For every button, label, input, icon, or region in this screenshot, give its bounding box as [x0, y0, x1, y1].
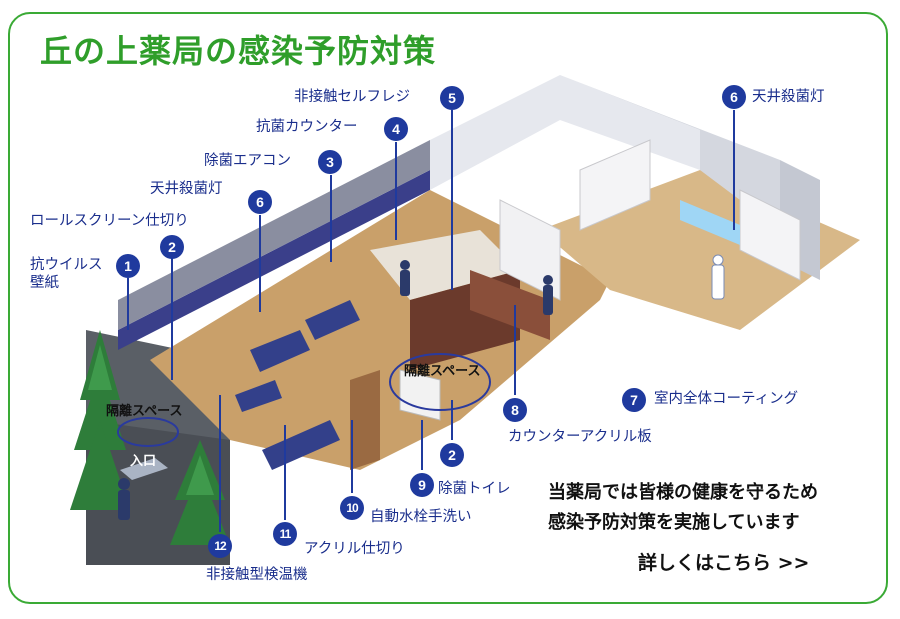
callout-number-3: 3	[318, 150, 342, 174]
callout-number-1: 1	[116, 254, 140, 278]
callout-number-2: 2	[160, 235, 184, 259]
callout-number-2-isolation: 2	[440, 443, 464, 467]
callout-label-self-checkout: 非接触セルフレジ	[294, 89, 410, 105]
callout-label-ceiling-uv-right: 天井殺菌灯	[752, 89, 825, 105]
isolation-space-label-left: 隔離スペース	[106, 404, 183, 419]
notice-line-2: 感染予防対策を実施しています	[548, 512, 800, 533]
page-title: 丘の上薬局の感染予防対策	[40, 32, 437, 70]
entrance-label: 入口	[130, 454, 157, 469]
callout-number-10: 10	[340, 496, 364, 520]
callout-label-ceiling-uv-left: 天井殺菌灯	[150, 181, 223, 197]
callout-label-air-conditioner: 除菌エアコン	[204, 153, 291, 169]
details-link[interactable]: 詳しくはこちら >>	[638, 552, 810, 574]
callout-label-acrylic-board: カウンターアクリル板	[508, 429, 652, 445]
callout-number-6-right: 6	[722, 85, 746, 109]
notice-line-1: 当薬局では皆様の健康を守るため	[548, 482, 818, 503]
callout-label-auto-faucet: 自動水栓手洗い	[370, 509, 472, 525]
callout-label-roll-screen: ロールスクリーン仕切り	[30, 213, 189, 229]
isolation-space-label-right: 隔離スペース	[404, 364, 481, 379]
callout-label-acrylic-partition: アクリル仕切り	[304, 541, 405, 557]
callout-number-5: 5	[440, 86, 464, 110]
callout-number-8: 8	[503, 398, 527, 422]
callout-number-4: 4	[384, 117, 408, 141]
callout-number-9: 9	[410, 473, 434, 497]
callout-label-antibacterial-counter: 抗菌カウンター	[256, 119, 358, 135]
notice-message: 当薬局では皆様の健康を守るため 感染予防対策を実施しています	[548, 478, 818, 538]
callout-label-thermometer: 非接触型検温機	[206, 567, 308, 583]
callout-label-toilet: 除菌トイレ	[438, 481, 511, 497]
callout-label-antiviral-wallpaper: 抗ウイルス 壁紙	[30, 257, 103, 292]
callout-number-7: 7	[622, 388, 646, 412]
callout-number-6-left: 6	[248, 190, 272, 214]
callout-number-12: 12	[208, 534, 232, 558]
callout-label-coating: 室内全体コーティング	[654, 391, 799, 407]
callout-number-11: 11	[273, 522, 297, 546]
